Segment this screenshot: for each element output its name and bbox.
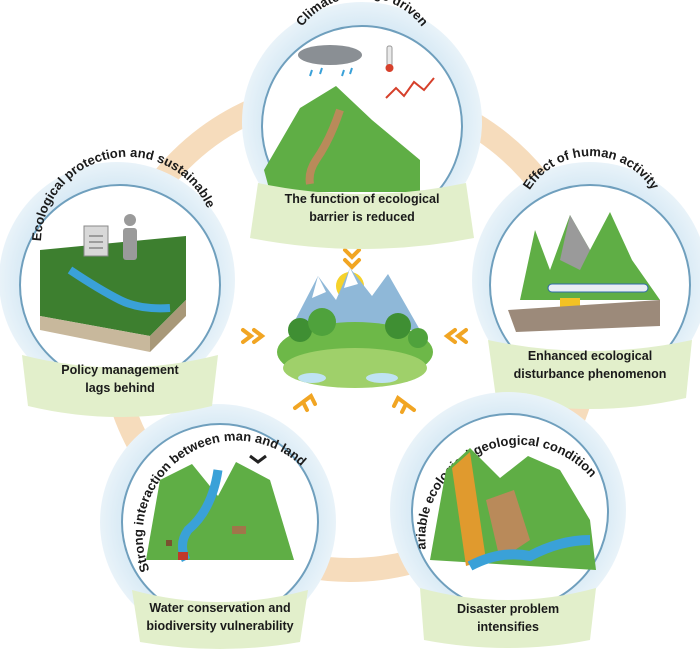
node-man-land: Strong interaction between man and land … [100,404,336,649]
node-protection-effect-line-2: lags behind [85,381,154,395]
lake-icon [298,373,326,383]
effect-band [420,588,596,648]
node-climate-effect-line-2: barrier is reduced [309,210,415,224]
high-speed-train-icon [547,283,649,293]
cliff-mountain-icon [520,212,660,300]
node-human-effect-line-2: disturbance phenomenon [514,367,667,381]
node-geology-effect-line-2: intensifies [477,620,539,634]
bird-icon [249,454,267,464]
chevron-arrow-icon [241,248,468,414]
node-human: Effect of human activity Enhanced ecolog… [472,144,700,409]
landslide-icon [452,452,486,566]
eroded-mountain-icon [264,86,420,192]
document-icon [83,225,109,257]
cow-icon [232,526,246,534]
node-geology-effect-line-1: Disaster problem [457,602,559,616]
node-protection-effect-line-1: Policy management [61,363,179,377]
tree-stump-icon [166,540,172,546]
thermometer-icon [385,45,394,72]
effect-band [250,183,474,249]
node-man-land-effect-line-2: biodiversity vulnerability [146,619,293,633]
effect-band [132,590,308,649]
rising-trend-icon [385,77,435,99]
person-icon [123,214,137,260]
node-human-effect-line-1: Enhanced ecological [528,349,652,363]
effect-band [488,340,692,409]
node-man-land-effect-line-1: Water conservation and [149,601,290,615]
river-icon [67,266,171,313]
node-climate-effect-line-1: The function of ecological [285,192,440,206]
center-landscape [277,268,433,388]
river-icon [178,469,223,563]
node-protection: Ecological protection and sustainable Po… [0,145,235,417]
effect-band [22,355,218,417]
node-climate: Climate change driven The function of ec… [242,0,482,249]
rain-cloud-icon [298,45,362,77]
house-icon [178,552,188,560]
river-icon [467,535,591,571]
